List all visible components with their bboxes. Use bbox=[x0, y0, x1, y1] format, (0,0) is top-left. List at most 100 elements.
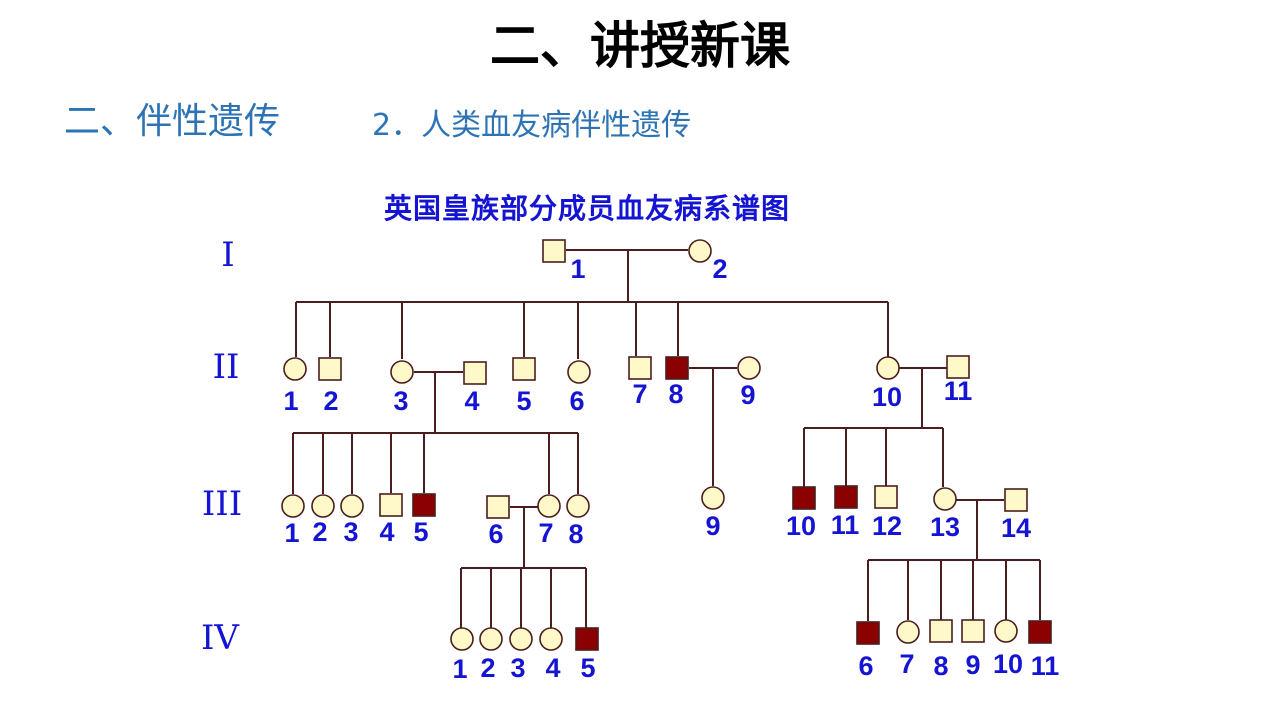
pedigree-member: 2 bbox=[311, 494, 335, 547]
member-number: 11 bbox=[1031, 651, 1060, 681]
member-number: 2 bbox=[712, 254, 727, 284]
pedigree-member: 7 bbox=[537, 494, 561, 548]
affected-male-symbol bbox=[575, 627, 599, 651]
member-number: 5 bbox=[580, 653, 595, 683]
pedigree-member: 7 bbox=[896, 620, 920, 679]
female-symbol bbox=[479, 627, 503, 651]
female-symbol bbox=[701, 486, 725, 510]
member-number: 1 bbox=[570, 254, 585, 284]
member-number: 7 bbox=[538, 518, 553, 548]
female-symbol bbox=[876, 356, 900, 380]
pedigree-member: 4 bbox=[379, 493, 403, 547]
pedigree-member: 6 bbox=[856, 621, 880, 681]
member-number: 9 bbox=[740, 380, 755, 410]
affected-male-symbol bbox=[412, 493, 436, 517]
child-line bbox=[295, 302, 889, 359]
pedigree-member: 2 bbox=[318, 357, 342, 416]
male-symbol bbox=[929, 619, 953, 643]
child-line bbox=[292, 433, 579, 494]
member-number: 10 bbox=[993, 649, 1023, 679]
pedigree-member: 5 bbox=[412, 493, 436, 547]
pedigree-member: 9 bbox=[961, 619, 985, 680]
member-number: 1 bbox=[283, 386, 298, 416]
pedigree-member: 8 bbox=[929, 619, 953, 681]
member-number: 11 bbox=[944, 376, 973, 406]
member-number: 2 bbox=[312, 517, 327, 547]
member-number: 5 bbox=[413, 517, 428, 547]
pedigree-member: 10 bbox=[993, 619, 1023, 679]
female-symbol bbox=[539, 627, 563, 651]
female-symbol bbox=[340, 494, 364, 518]
member-number: 1 bbox=[452, 654, 467, 684]
member-number: 8 bbox=[668, 379, 683, 409]
member-number: 7 bbox=[632, 379, 647, 409]
member-number: 10 bbox=[786, 511, 816, 541]
pedigree-member: 4 bbox=[539, 627, 563, 683]
sub-heading: 2．人类血友病伴性遗传 bbox=[372, 108, 692, 143]
female-symbol bbox=[283, 357, 307, 381]
pedigree-member: 9 bbox=[737, 356, 761, 410]
member-number: 4 bbox=[464, 386, 479, 416]
pedigree-member: 2 bbox=[688, 239, 728, 284]
section-heading: 二、伴性遗传 bbox=[64, 101, 281, 142]
member-number: 5 bbox=[516, 386, 531, 416]
member-number: 3 bbox=[343, 517, 358, 547]
member-number: 2 bbox=[323, 386, 338, 416]
female-symbol bbox=[933, 487, 957, 511]
generation-label: I bbox=[221, 235, 234, 275]
male-symbol bbox=[318, 357, 342, 381]
female-symbol bbox=[994, 619, 1018, 643]
member-number: 10 bbox=[872, 382, 902, 412]
male-symbol bbox=[961, 619, 985, 643]
pedigree-member: 9 bbox=[701, 486, 725, 541]
affected-male-symbol bbox=[665, 356, 689, 380]
pedigree-member: 3 bbox=[340, 494, 364, 547]
female-symbol bbox=[896, 620, 920, 644]
affected-male-symbol bbox=[834, 485, 858, 509]
male-symbol bbox=[379, 493, 403, 517]
pedigree-member: 4 bbox=[463, 361, 487, 416]
pedigree-title: 英国皇族部分成员血友病系谱图 bbox=[384, 192, 791, 225]
pedigree-member: 1 bbox=[283, 357, 307, 416]
pedigree-member: 14 bbox=[1001, 488, 1031, 543]
member-number: 13 bbox=[930, 512, 960, 542]
generation-label: IV bbox=[201, 618, 240, 658]
female-symbol bbox=[509, 627, 533, 651]
child-line bbox=[460, 568, 587, 628]
male-symbol bbox=[874, 485, 898, 509]
male-symbol bbox=[542, 239, 566, 263]
pedigree-member: 3 bbox=[390, 360, 414, 416]
member-number: 7 bbox=[899, 649, 914, 679]
pedigree-member: 10 bbox=[872, 356, 902, 412]
slide-title: 二、讲授新课 bbox=[490, 17, 790, 75]
generation-label: III bbox=[202, 484, 242, 524]
member-number: 14 bbox=[1001, 513, 1031, 543]
child-line bbox=[867, 560, 1041, 621]
female-symbol bbox=[390, 360, 414, 384]
member-number: 2 bbox=[480, 653, 495, 683]
pedigree-member: 5 bbox=[512, 357, 536, 416]
pedigree-member: 11 bbox=[944, 355, 973, 406]
pedigree-member: 1 bbox=[450, 627, 474, 684]
female-symbol bbox=[450, 627, 474, 651]
female-symbol bbox=[688, 239, 712, 263]
pedigree-member: 11 bbox=[831, 485, 860, 540]
pedigree-member: 8 bbox=[566, 494, 590, 549]
member-number: 12 bbox=[872, 511, 902, 541]
pedigree-lines bbox=[292, 249, 1041, 628]
pedigree-member: 13 bbox=[930, 487, 960, 542]
member-number: 11 bbox=[831, 510, 860, 540]
pedigree-member: 3 bbox=[509, 627, 533, 683]
member-number: 3 bbox=[510, 653, 525, 683]
pedigree-member: 7 bbox=[628, 356, 652, 409]
female-symbol bbox=[737, 356, 761, 380]
pedigree-member: 8 bbox=[665, 356, 689, 409]
pedigree-member: 5 bbox=[575, 627, 599, 683]
male-symbol bbox=[628, 356, 652, 380]
member-number: 4 bbox=[545, 653, 560, 683]
member-number: 9 bbox=[705, 511, 720, 541]
affected-male-symbol bbox=[792, 486, 816, 510]
female-symbol bbox=[567, 360, 591, 384]
